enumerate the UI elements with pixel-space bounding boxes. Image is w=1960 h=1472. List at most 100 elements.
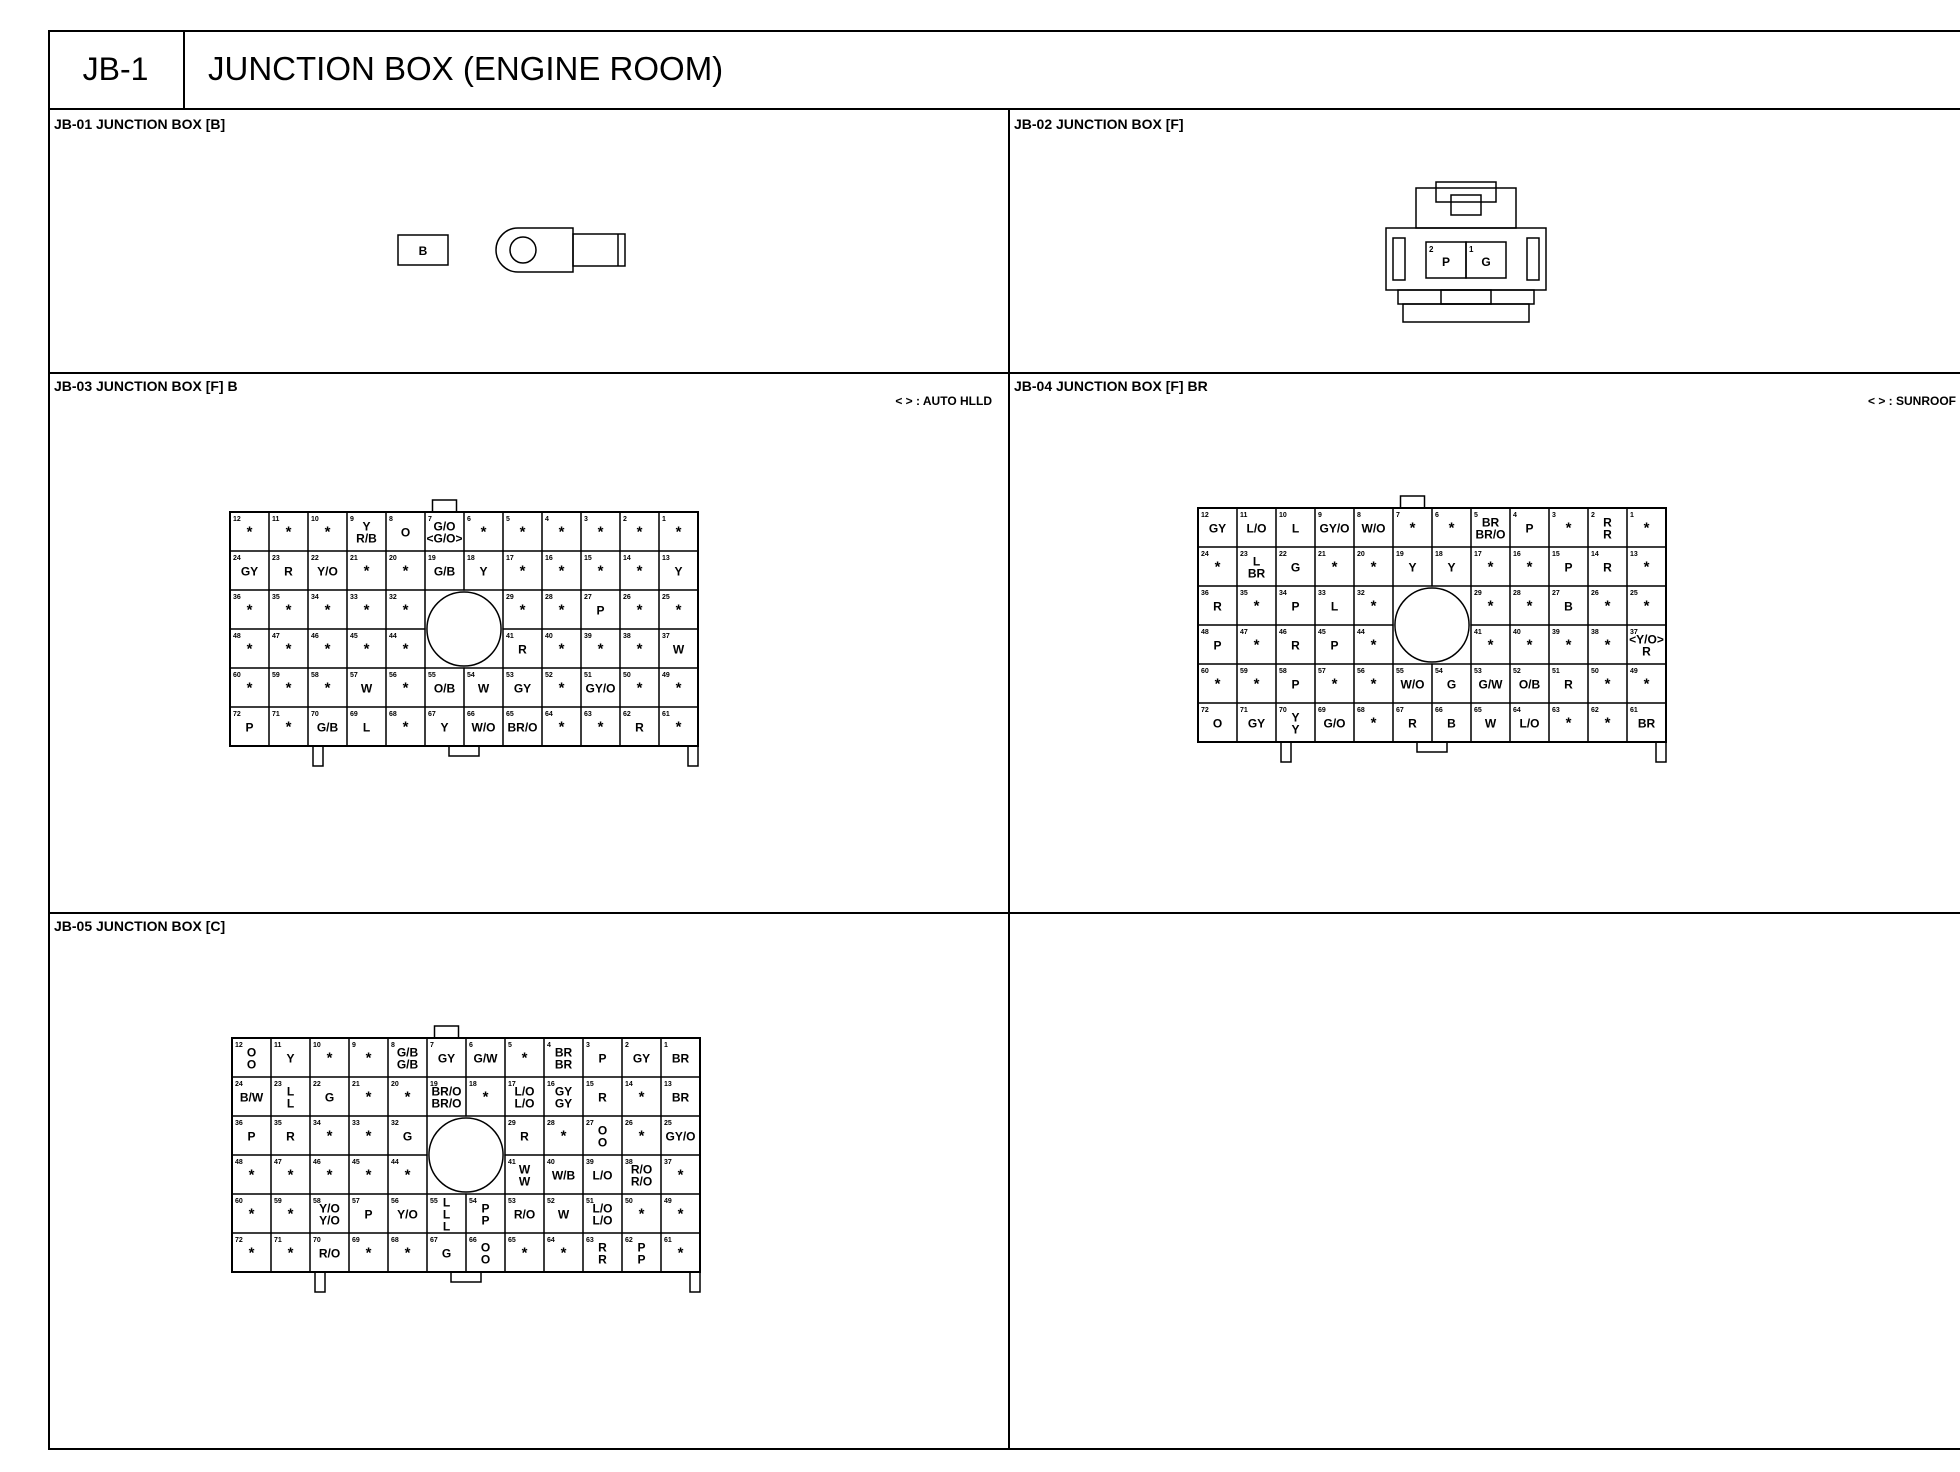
jb04-pin-number: 58 — [1279, 668, 1287, 675]
jb02-lock-inner — [1450, 194, 1482, 216]
jb03-pin-color: * — [520, 524, 526, 541]
jb03-pin-16: 16* — [541, 550, 582, 591]
jb04-pin-color: P — [1291, 678, 1299, 692]
diagram-frame — [48, 30, 1960, 1450]
jb05-pin-color: P — [598, 1052, 606, 1066]
jb03-pin-4: 4* — [541, 511, 582, 552]
jb03-pin-color: R — [284, 565, 293, 579]
jb04-pin-color: * — [1371, 637, 1377, 654]
jb04-pin-17: 17* — [1470, 546, 1511, 587]
jb05-pin-21: 21* — [348, 1076, 389, 1117]
panel-jb02: JB-02 JUNCTION BOX [F] 2 1 P G — [1008, 110, 1960, 372]
jb03-pin-color: P — [245, 721, 253, 735]
jb03-pin-color: GY — [241, 565, 258, 579]
jb03-bottom-tab — [448, 745, 480, 757]
jb04-pin-29: 29* — [1470, 585, 1511, 626]
jb05-pin-number: 67 — [430, 1237, 438, 1244]
jb04-pin-number: 18 — [1435, 551, 1443, 558]
jb03-pin-67: 67Y — [424, 706, 465, 747]
jb05-pin-33: 33* — [348, 1115, 389, 1156]
jb05-pin-number: 32 — [391, 1120, 399, 1127]
jb04-pin-53: 53G/W — [1470, 663, 1511, 704]
jb03-pin-color: * — [676, 602, 682, 619]
jb05-pin-color: GY — [555, 1085, 572, 1099]
jb05-pin-color: * — [366, 1050, 372, 1067]
jb03-pin-number: 38 — [623, 633, 631, 640]
jb04-pin-color: R — [1642, 645, 1651, 659]
jb05-pin-10: 10* — [309, 1037, 350, 1078]
jb05-pin-number: 13 — [664, 1081, 672, 1088]
jb04-pin-number: 49 — [1630, 668, 1638, 675]
jb04-pin-color: R — [1564, 678, 1573, 692]
jb04-pin-4: 4P — [1509, 507, 1550, 548]
jb05-pin-color: * — [288, 1167, 294, 1184]
jb03-pin-72: 72P — [229, 706, 270, 747]
jb03-pin-number: 7 — [428, 516, 432, 523]
jb03-pin-69: 69L — [346, 706, 387, 747]
jb05-pin-color: * — [327, 1167, 333, 1184]
jb04-pin-color: Y — [1291, 711, 1299, 725]
jb03-pin-color: * — [598, 641, 604, 658]
jb04-pin-64: 64L/O — [1509, 702, 1550, 743]
jb03-pin-number: 3 — [584, 516, 588, 523]
jb04-pin-13: 13* — [1626, 546, 1667, 587]
jb03-pin-color: * — [637, 602, 643, 619]
jb05-pin-18: 18* — [465, 1076, 506, 1117]
jb04-pin-37: 37<Y/O>R — [1626, 624, 1667, 665]
jb05-pin-number: 9 — [352, 1042, 356, 1049]
jb05-pin-51: 51L/OL/O — [582, 1193, 623, 1234]
jb05-pin-color: * — [366, 1089, 372, 1106]
jb04-pin-color: GY — [1209, 522, 1226, 536]
jb04-pin-number: 66 — [1435, 707, 1443, 714]
jb04-pin-27: 27B — [1548, 585, 1589, 626]
jb04-pin-46: 46R — [1275, 624, 1316, 665]
jb05-pin-number: 34 — [313, 1120, 321, 1127]
jb05-pin-number: 68 — [391, 1237, 399, 1244]
jb04-pin-18: 18Y — [1431, 546, 1472, 587]
jb05-pin-color: * — [249, 1167, 255, 1184]
jb03-pin-number: 54 — [467, 672, 475, 679]
jb04-pin-number: 32 — [1357, 590, 1365, 597]
jb05-pin-color: BR/O — [432, 1097, 462, 1111]
jb03-pin-22: 22Y/O — [307, 550, 348, 591]
jb05-pin-color: * — [366, 1128, 372, 1145]
jb05-pin-color: * — [561, 1245, 567, 1262]
jb03-pin-21: 21* — [346, 550, 387, 591]
jb03-pin-number: 14 — [623, 555, 631, 562]
jb02-base — [1397, 289, 1535, 305]
jb05-pin-number: 29 — [508, 1120, 516, 1127]
jb03-pin-44: 44* — [385, 628, 426, 669]
jb03-pin-59: 59* — [268, 667, 309, 708]
jb03-pin-color: * — [286, 719, 292, 736]
jb03-pin-color: * — [286, 602, 292, 619]
jb04-pin-color: R — [1603, 561, 1612, 575]
jb05-pin-color: BR — [555, 1058, 573, 1072]
jb03-pin-number: 5 — [506, 516, 510, 523]
page-title: JUNCTION BOX (ENGINE ROOM) — [208, 50, 724, 87]
jb04-pin-number: 21 — [1318, 551, 1326, 558]
jb05-pin-color: * — [366, 1167, 372, 1184]
jb03-pin-2: 2* — [619, 511, 660, 552]
jb05-pin-number: 53 — [508, 1198, 516, 1205]
jb04-pin-number: 16 — [1513, 551, 1521, 558]
jb05-pin-1: 1BR — [660, 1037, 701, 1078]
jb04-pin-number: 72 — [1201, 707, 1209, 714]
jb04-pin-number: 60 — [1201, 668, 1209, 675]
jb04-pin-color: O — [1213, 717, 1222, 731]
jb05-pin-color: * — [639, 1128, 645, 1145]
jb03-pin-62: 62R — [619, 706, 660, 747]
jb04-pin-color: Y — [1408, 561, 1416, 575]
jb05-pin-number: 52 — [547, 1198, 555, 1205]
jb03-pin-54: 54W — [463, 667, 504, 708]
jb05-pin-9: 9* — [348, 1037, 389, 1078]
jb05-pin-56: 56Y/O — [387, 1193, 428, 1234]
jb05-pin-number: 2 — [625, 1042, 629, 1049]
